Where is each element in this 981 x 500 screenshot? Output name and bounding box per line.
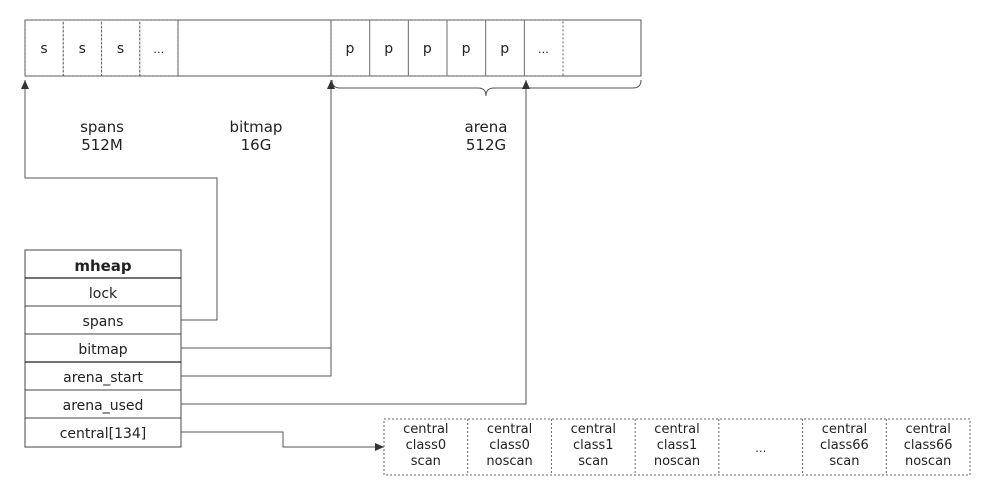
arena-cell [446,19,487,77]
central-cell-line: class66 [904,438,953,453]
spans-cell-label: … [153,43,164,56]
spans-cell [24,19,64,77]
mheap-field-bitmap: bitmap [78,342,127,358]
spans-cell-label: s [117,41,124,57]
mheap-field-lock: lock [89,286,118,302]
spans-cell-label: s [40,41,47,57]
arena-cell-label: p [423,41,432,57]
central-cell-line: noscan [486,454,532,469]
spans-cell [62,19,102,77]
arena-region-name: arena [465,118,508,136]
mheap-field-spans: spans [83,314,124,330]
arena-cell-label: p [384,41,393,57]
arena-region-size: 512G [466,136,506,154]
connectors [21,80,530,451]
central-cell-line: class0 [489,438,530,453]
arena-cell [330,19,371,77]
mheap-field-arena-start: arena_start [63,370,143,386]
central-cell-line: central [571,422,616,437]
arena-cell-label: p [346,41,355,57]
central-array: centralclass0scancentralclass0noscancent… [383,418,971,476]
arena-cell-label: p [462,41,471,57]
spans-cell [139,19,179,77]
mheap-field-arena-used: arena_used [63,398,144,414]
central-cell-line: class1 [573,438,614,453]
central-cell-line: scan [411,454,441,469]
arena-start-line [181,348,332,377]
mheap-field-central-134: central[134] [60,426,147,442]
region-labels: spans 512M bitmap 16G arena 512G [80,118,507,154]
arena-cell [407,19,448,77]
arena-cell-label: p [500,41,509,57]
central-cell: … [755,442,766,455]
arena-cell [485,19,525,77]
central-cell-line: central [905,422,950,437]
central-cell-line: scan [578,454,608,469]
central-cell-line: central [654,422,699,437]
spans-cell-label: s [79,41,86,57]
arena-brace [331,79,642,97]
arena-cells: p p p p p … [330,19,564,77]
central-cell-line: noscan [905,454,951,469]
memory-bar: s s s … p p p p p … [24,19,642,77]
arena-used-pointer-arrow [181,80,530,405]
arena-cell [369,19,409,77]
arena-cell-label: … [538,43,549,56]
central-cells: centralclass0scancentralclass0noscancent… [403,419,953,475]
central-cell-line: class66 [820,438,869,453]
central-cell-line: class1 [657,438,698,453]
bitmap-region-name: bitmap [230,118,283,136]
mheap-struct: mheap lock spans bitmap arena_start arena_us… [24,249,182,448]
central-cell-line: central [403,422,448,437]
spans-region-name: spans [80,118,124,136]
spans-cell [101,19,141,77]
central-cell-line: central [487,422,532,437]
central-cell-line: central [822,422,867,437]
central-cell-line: noscan [654,454,700,469]
spans-cells: s s s … [24,19,179,77]
central-pointer-arrow [181,431,384,451]
central-cell-ellipsis: … [755,442,766,455]
central-array-outline [383,418,971,476]
spans-pointer-arrow [21,80,218,321]
mheap-title: mheap [74,257,132,275]
central-cell-line: scan [829,454,859,469]
bitmap-region-size: 16G [241,136,272,154]
central-cell-line: class0 [406,438,447,453]
mheap-fields: lock spans bitmap arena_start arena_usedcent… [25,277,181,442]
spans-region-size: 512M [81,136,123,154]
arena-cell [523,19,564,77]
